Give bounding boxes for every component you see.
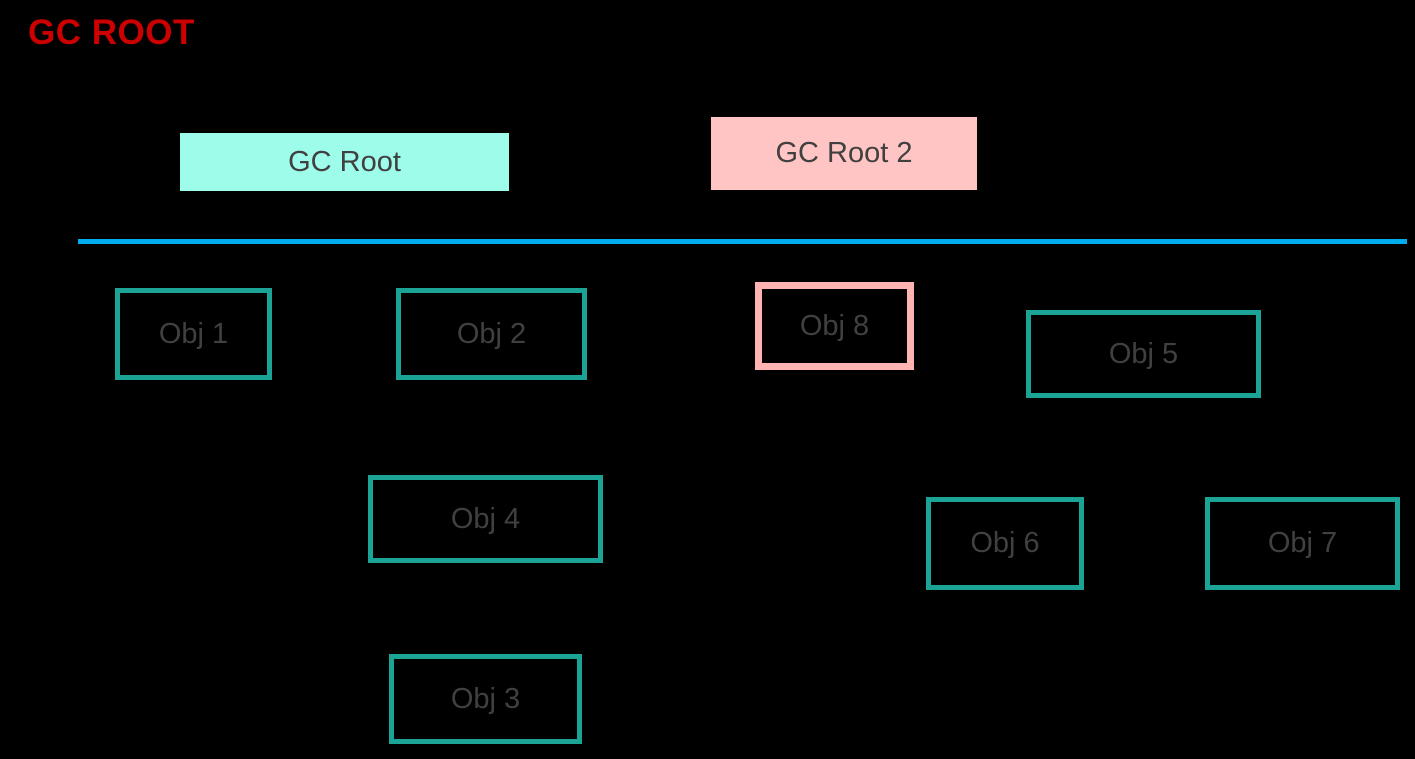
node-obj-7[interactable]: Obj 7 [1205,497,1400,590]
node-obj-3-label: Obj 3 [450,682,521,715]
page-title: GC ROOT [28,13,195,52]
edge-obj5-to-obj7 [1203,398,1307,497]
heap-boundary-line [78,239,1407,244]
node-obj-2[interactable]: Obj 2 [396,288,587,380]
node-obj-4-label: Obj 4 [450,502,521,535]
node-gc-root[interactable]: GC Root [180,133,509,191]
node-gc-root-label: GC Root [288,145,401,178]
node-obj-8-label: Obj 8 [799,309,870,342]
node-obj-4[interactable]: Obj 4 [368,475,603,563]
node-gc-root-2[interactable]: GC Root 2 [711,117,977,190]
node-obj-6-label: Obj 6 [970,527,1040,559]
node-obj-5[interactable]: Obj 5 [1026,310,1261,398]
node-obj-2-label: Obj 2 [456,317,527,350]
edge-obj5-to-obj6 [1000,398,1081,497]
node-obj-1[interactable]: Obj 1 [115,288,272,380]
node-obj-3[interactable]: Obj 3 [389,654,582,744]
node-obj-5-label: Obj 5 [1108,337,1179,370]
node-obj-6[interactable]: Obj 6 [926,497,1084,590]
node-gc-root-2-label: GC Root 2 [775,137,913,169]
node-obj-7-label: Obj 7 [1267,527,1338,559]
node-obj-8[interactable]: Obj 8 [755,282,914,370]
node-obj-1-label: Obj 1 [158,317,229,350]
